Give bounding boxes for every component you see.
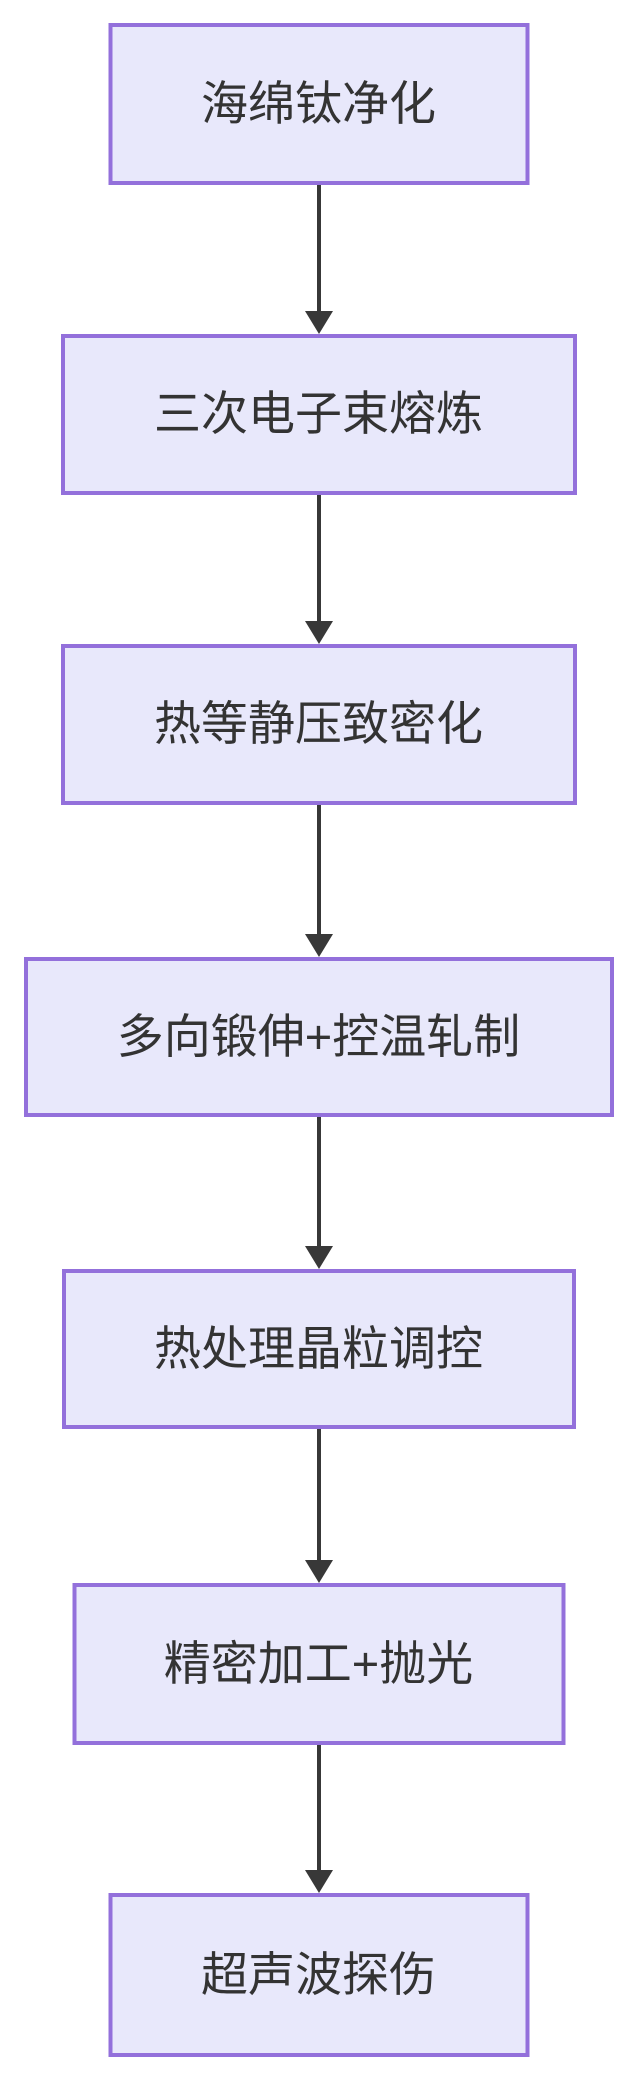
flow-node-hot-isostatic-pressing: 热等静压致密化 <box>60 644 577 805</box>
arrowhead-down-icon <box>304 1870 333 1893</box>
flow-arrow-2-3 <box>304 495 333 644</box>
flow-node-label: 超声波探伤 <box>201 1947 436 2001</box>
flow-arrow-3-4 <box>304 805 333 957</box>
flow-node-label: 热处理晶粒调控 <box>154 1321 483 1375</box>
flow-node-label: 三次电子束熔炼 <box>154 387 483 441</box>
arrowhead-down-icon <box>304 934 333 957</box>
flow-node-heat-treatment-grain-control: 热处理晶粒调控 <box>61 1269 576 1429</box>
arrow-line <box>316 805 321 934</box>
arrowhead-down-icon <box>304 621 333 644</box>
flow-node-label: 多向锻伸+控温轧制 <box>116 1009 521 1063</box>
flow-node-precision-machining-polishing: 精密加工+抛光 <box>72 1583 565 1745</box>
arrow-line <box>316 1117 321 1246</box>
flow-node-label: 热等静压致密化 <box>154 697 483 751</box>
flow-node-label: 海绵钛净化 <box>201 76 436 130</box>
flow-arrow-5-6 <box>304 1429 333 1583</box>
flow-node-triple-electron-beam-melting: 三次电子束熔炼 <box>60 334 577 495</box>
flow-arrow-6-7 <box>304 1745 333 1893</box>
flow-node-ultrasonic-flaw-detection: 超声波探伤 <box>108 1893 529 2057</box>
arrow-line <box>316 1745 321 1870</box>
flow-node-label: 精密加工+抛光 <box>163 1636 474 1690</box>
arrow-line <box>316 495 321 621</box>
flow-node-multidirectional-forging-rolling: 多向锻伸+控温轧制 <box>23 957 614 1117</box>
flow-arrow-1-2 <box>304 185 333 334</box>
flow-arrow-4-5 <box>304 1117 333 1269</box>
arrowhead-down-icon <box>304 311 333 334</box>
arrow-line <box>316 185 321 311</box>
arrowhead-down-icon <box>304 1560 333 1583</box>
arrowhead-down-icon <box>304 1246 333 1269</box>
arrow-line <box>316 1429 321 1560</box>
flow-node-sponge-titanium-purification: 海绵钛净化 <box>108 23 529 185</box>
